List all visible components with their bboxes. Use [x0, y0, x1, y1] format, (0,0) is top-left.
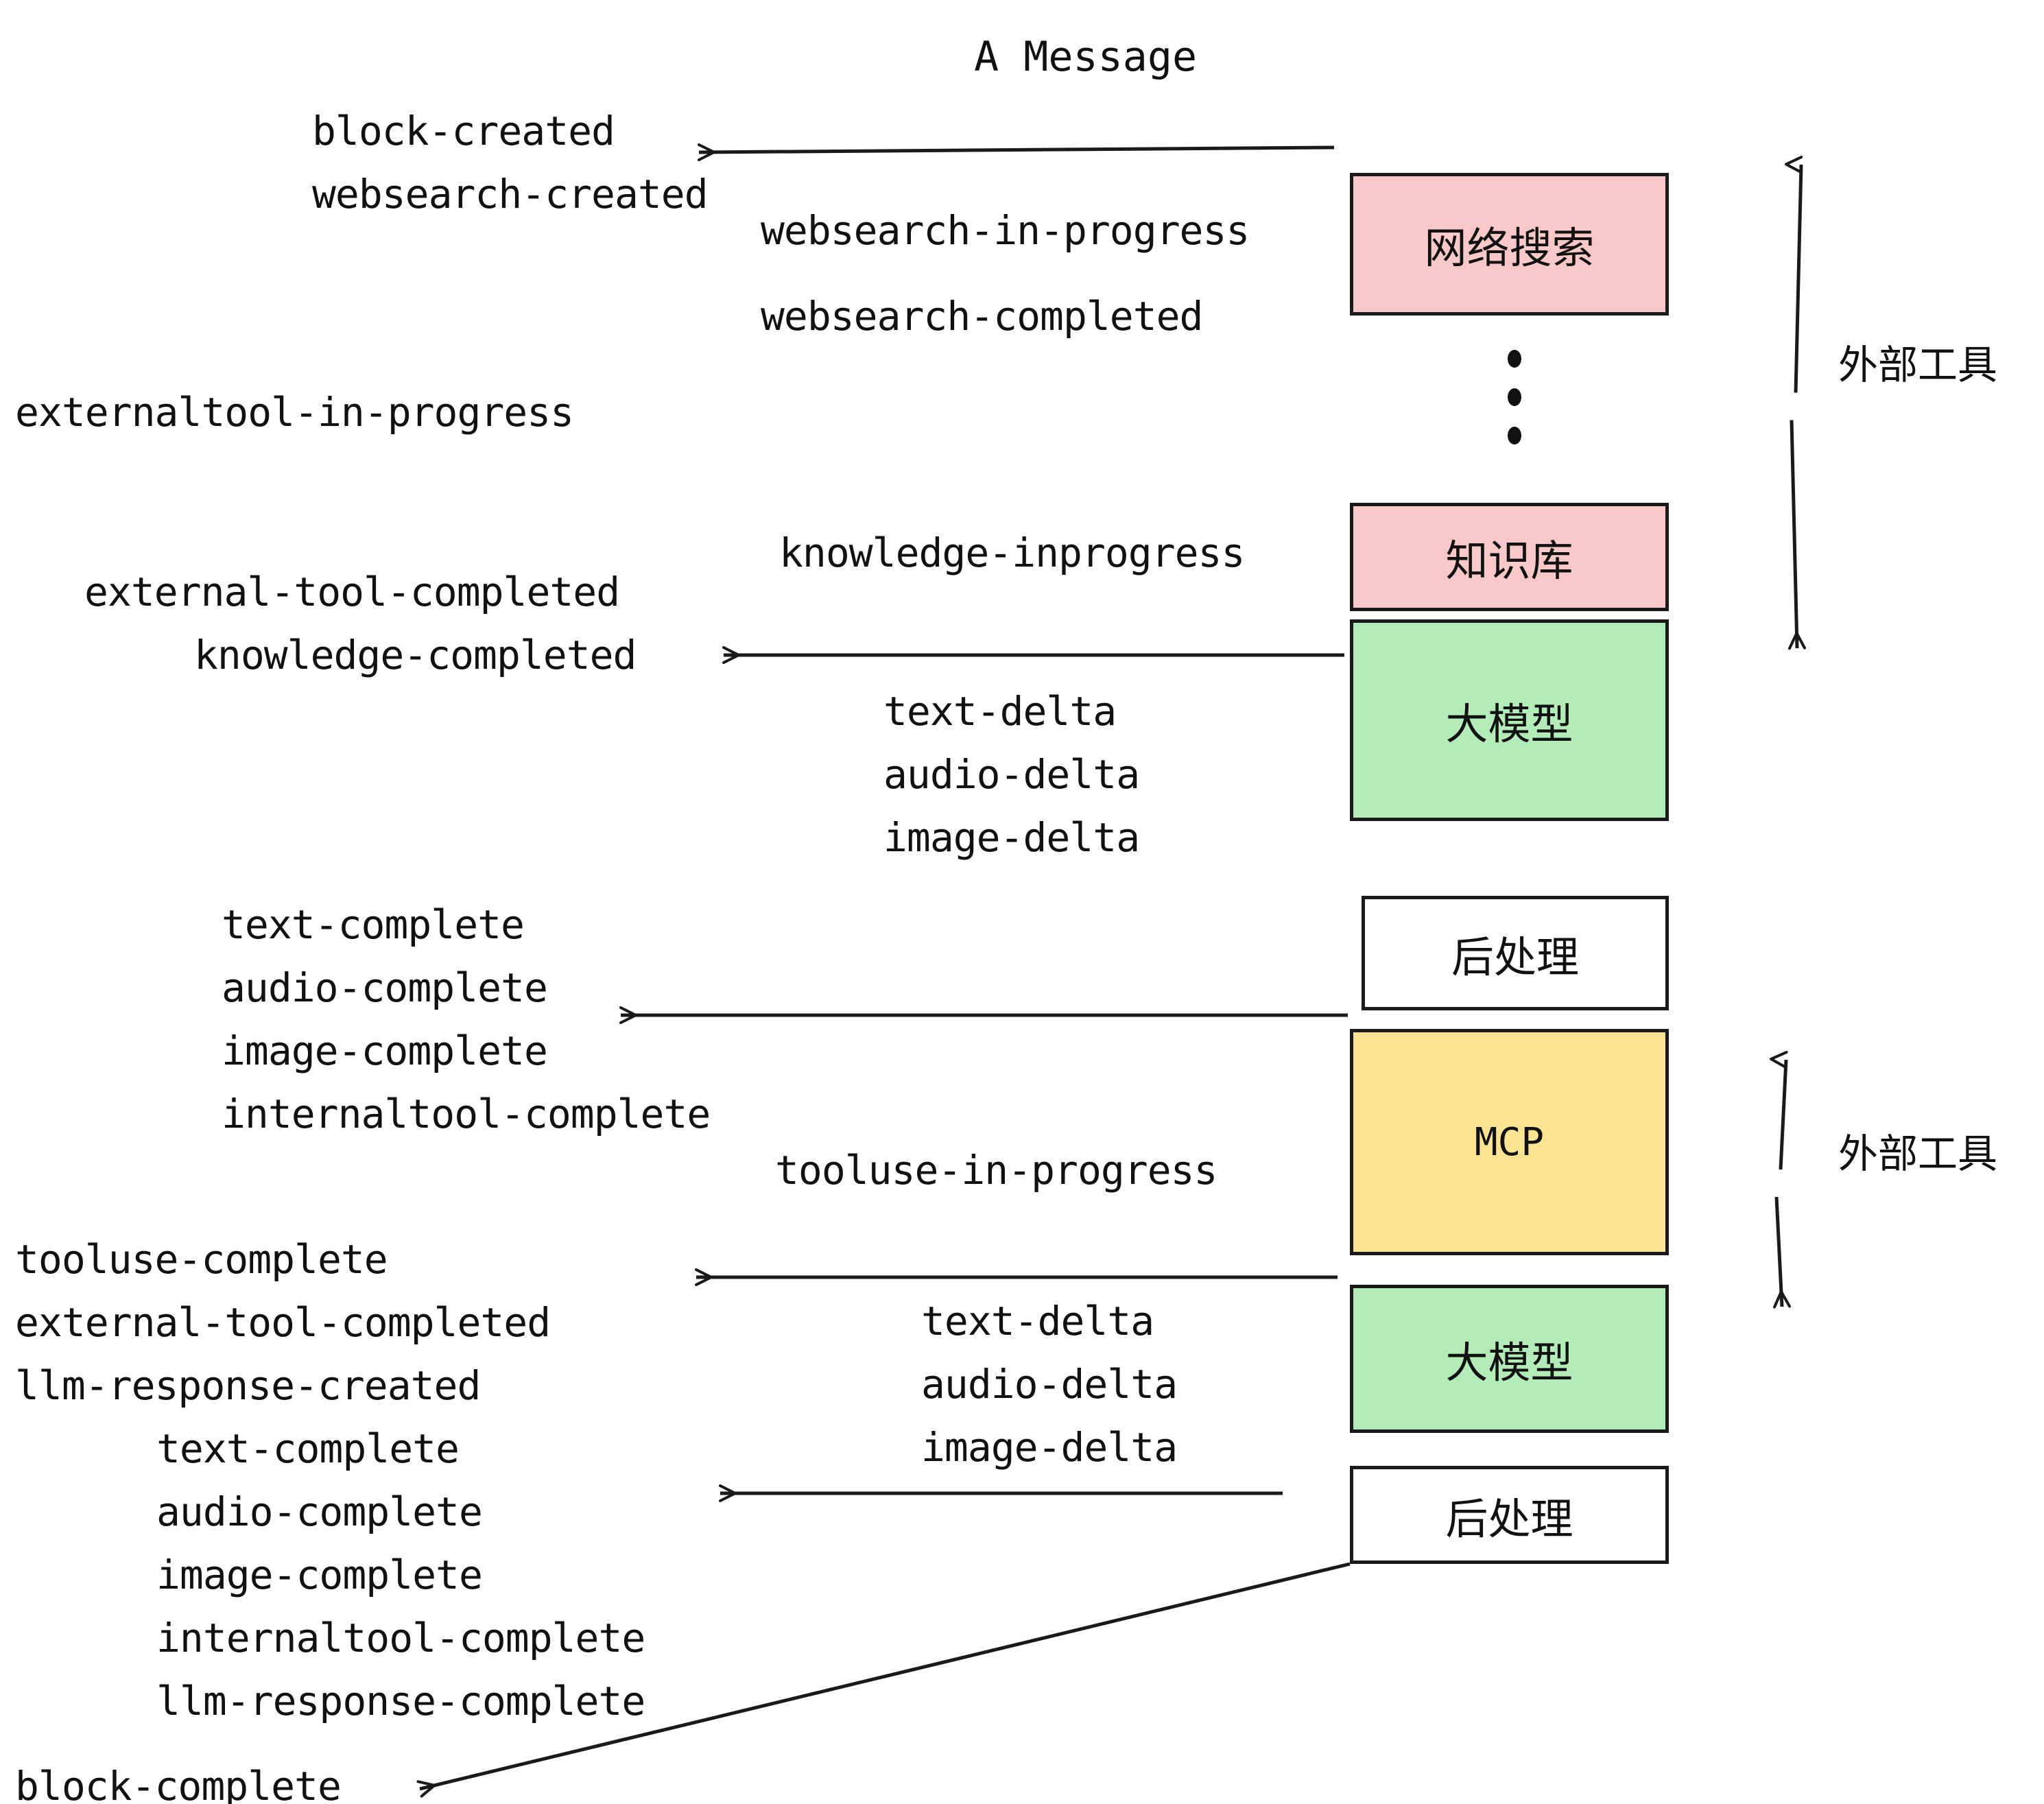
box-knowledge[interactable]: 知识库 [1350, 503, 1669, 611]
box-label: MCP [1474, 1119, 1545, 1165]
side-label-external-tool-top: 外部工具 [1838, 342, 1998, 388]
box-label: 后处理 [1445, 1493, 1573, 1544]
event-text-delta-2: text-delta [921, 1298, 1154, 1344]
event-image-delta-2: image-delta [921, 1424, 1178, 1471]
event-websearch-created: websearch-created [312, 171, 709, 217]
bracket-external-tool-bottom-down [1773, 1196, 1791, 1309]
arrow-block-created [697, 143, 1335, 161]
event-tooluse-in-progress: tooluse-in-progress [775, 1147, 1217, 1194]
event-image-complete-2: image-complete [156, 1552, 483, 1598]
event-internaltool-complete-1: internaltool-complete [222, 1091, 711, 1137]
event-tooluse-complete: tooluse-complete [15, 1236, 388, 1283]
event-llm-response-complete: llm-response-complete [156, 1678, 645, 1724]
ellipsis-dot [1508, 427, 1521, 444]
box-label: 大模型 [1445, 1338, 1573, 1388]
event-llm-response-created: llm-response-created [15, 1362, 481, 1409]
bracket-external-tool-bottom-up [1770, 1051, 1788, 1170]
box-llm-bottom[interactable]: 大模型 [1350, 1285, 1669, 1433]
box-postprocess-bottom[interactable]: 后处理 [1350, 1466, 1669, 1564]
box-label: 网络搜索 [1424, 223, 1595, 273]
side-label-external-tool-bottom: 外部工具 [1838, 1130, 1998, 1177]
event-externaltool-in-progress: externaltool-in-progress [15, 389, 574, 436]
event-websearch-in-progress: websearch-in-progress [761, 207, 1250, 254]
event-image-delta-1: image-delta [883, 814, 1140, 861]
event-internaltool-complete-2: internaltool-complete [156, 1615, 645, 1661]
event-audio-complete-1: audio-complete [222, 964, 548, 1011]
event-knowledge-inprogress: knowledge-inprogress [779, 530, 1245, 576]
event-external-tool-completed-2: external-tool-completed [15, 1299, 551, 1346]
vertical-ellipsis-icon [1508, 350, 1521, 444]
box-label: 后处理 [1451, 931, 1579, 982]
box-websearch[interactable]: 网络搜索 [1350, 173, 1669, 316]
page-title: A Message [974, 33, 1198, 81]
box-label: 大模型 [1445, 699, 1573, 749]
event-audio-delta-1: audio-delta [883, 751, 1140, 798]
bracket-external-tool-top-up [1785, 156, 1803, 393]
event-text-complete-2: text-complete [156, 1425, 460, 1472]
event-block-created: block-created [312, 108, 615, 154]
event-image-complete-1: image-complete [222, 1028, 548, 1074]
ellipsis-dot [1508, 350, 1521, 368]
event-text-delta-1: text-delta [883, 688, 1117, 735]
bracket-external-tool-top-down [1788, 420, 1806, 650]
event-external-tool-completed-1: external-tool-completed [84, 569, 620, 615]
ellipsis-dot [1508, 388, 1521, 406]
event-text-complete-1: text-complete [222, 901, 525, 948]
event-block-complete: block-complete [15, 1763, 342, 1804]
arrow-block-complete [416, 1562, 1351, 1798]
box-llm-top[interactable]: 大模型 [1350, 619, 1669, 821]
box-mcp[interactable]: MCP [1350, 1029, 1669, 1255]
event-audio-delta-2: audio-delta [921, 1361, 1178, 1408]
box-label: 知识库 [1445, 536, 1573, 586]
box-postprocess-top[interactable]: 后处理 [1362, 896, 1669, 1010]
event-knowledge-completed: knowledge-completed [194, 632, 637, 678]
event-websearch-completed: websearch-completed [761, 293, 1203, 340]
event-audio-complete-2: audio-complete [156, 1488, 483, 1535]
